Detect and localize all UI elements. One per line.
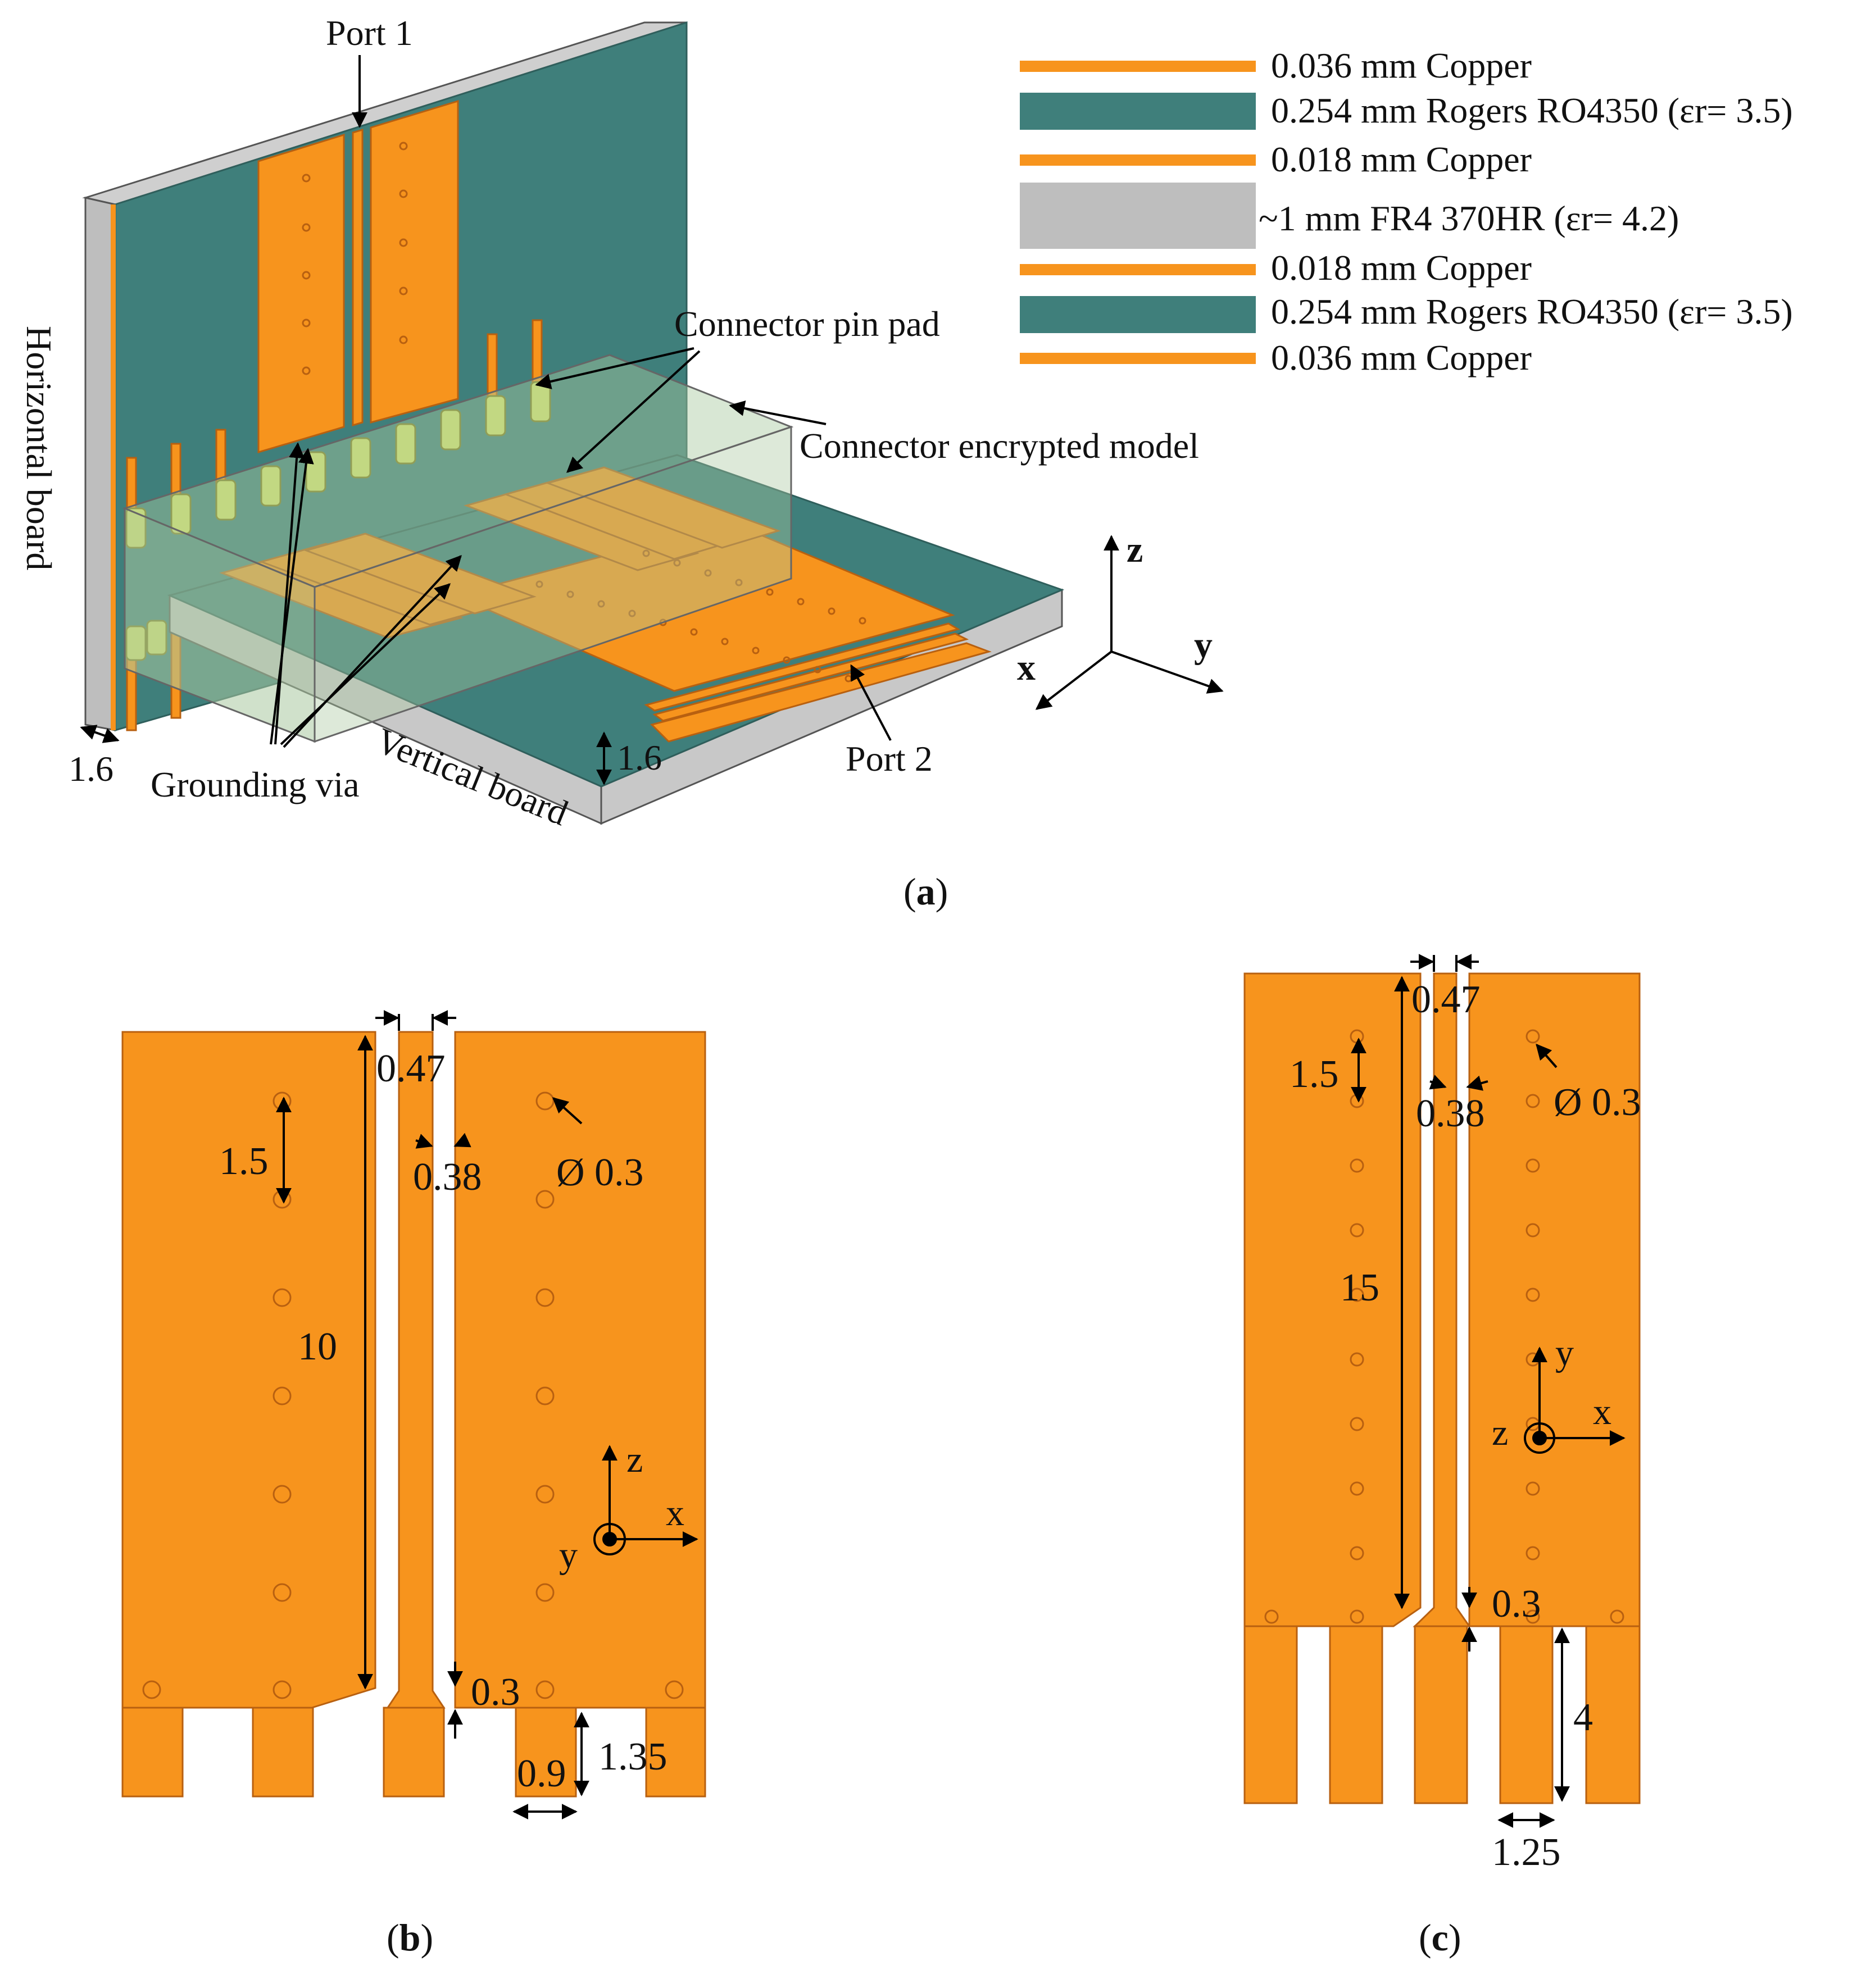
dim-c-gap: 0.47 [1411, 978, 1481, 1021]
label-thick-right: 1.6 [617, 738, 662, 777]
axes-b [593, 1445, 698, 1555]
vertical-board-signal-strip [352, 128, 364, 427]
axis-z-label-b: z [626, 1439, 643, 1480]
dims-b [276, 1010, 589, 1819]
dim-b-via: Ø 0.3 [556, 1151, 644, 1194]
axis-y-label-b: y [559, 1535, 578, 1576]
arrow-port2 [850, 664, 892, 741]
arrow-pin-pad-2 [566, 350, 701, 473]
label-port1: Port 1 [326, 13, 413, 53]
pin-c-1 [1243, 1625, 1298, 1804]
axis-x-a [1035, 650, 1113, 710]
dim-c-pin-height: 4 [1573, 1696, 1593, 1739]
vertical-board-vias [302, 142, 408, 375]
horizontal-board-traces [219, 466, 992, 743]
pin-b-1 [121, 1707, 184, 1798]
stackup-swatch-4 [1020, 183, 1256, 249]
panel-b: 0.47 0.38 1.5 Ø 0.3 10 0.3 0.9 1.35 z x … [121, 1010, 706, 1959]
axes-a [1035, 535, 1224, 710]
stackup-label-4: ~1 mm FR4 370HR (εr= 4.2) [1259, 198, 1679, 238]
pin-b-4 [515, 1707, 577, 1798]
vertical-board-copper-edge [111, 204, 116, 730]
label-horizontal-board: Horizontal board [19, 326, 59, 570]
stackup-legend: 0.036 mm Copper 0.254 mm Rogers RO4350 (… [1020, 46, 1793, 377]
arrow-via-2 [274, 442, 305, 745]
dim-c-step: 0.3 [1492, 1582, 1541, 1626]
arrow-via-3 [280, 583, 451, 745]
stackup-label-7: 0.036 mm Copper [1271, 338, 1532, 377]
pcb-ground-right-b [454, 1031, 706, 1709]
stackup-label-2: 0.254 mm Rogers RO4350 (εr= 3.5) [1271, 90, 1793, 130]
dim-c-via: Ø 0.3 [1554, 1081, 1641, 1124]
axis-z-label-c: z [1492, 1412, 1508, 1453]
pin-b-5 [645, 1707, 706, 1798]
dim-b-length: 10 [298, 1325, 337, 1368]
label-grounding-via: Grounding via [151, 765, 360, 804]
caption-c: (c) [1419, 1916, 1461, 1959]
stackup-swatch-5 [1020, 264, 1256, 275]
pin-b-3 [383, 1707, 445, 1798]
caption-a: (a) [904, 870, 948, 913]
pin-c-3 [1414, 1625, 1468, 1804]
arrow-connector-model [729, 401, 827, 425]
stackup-label-5: 0.018 mm Copper [1271, 248, 1532, 288]
stackup-swatch-7 [1020, 353, 1256, 364]
vias-c [1264, 1029, 1624, 1624]
signal-strip-c [1413, 972, 1471, 1627]
pcb-ground-left-c [1243, 972, 1422, 1627]
axis-x-label-c: x [1593, 1391, 1611, 1432]
dim-c-length: 15 [1340, 1266, 1379, 1309]
axes-c [1524, 1346, 1626, 1454]
dim-b-pin-width: 0.9 [517, 1752, 566, 1795]
panel-c: 0.47 0.38 1.5 Ø 0.3 15 0.3 4 1.25 y x z … [1243, 954, 1641, 1959]
pin-c-5 [1585, 1625, 1641, 1804]
axis-y-label-a: y [1194, 625, 1213, 666]
vertical-board-ground-left [257, 133, 345, 454]
stackup-swatch-1 [1020, 61, 1256, 72]
pcb-ground-right-c [1468, 972, 1641, 1627]
axis-y-label-c: y [1555, 1332, 1574, 1373]
axis-x-label-a: x [1017, 647, 1036, 688]
axis-z-label-a: z [1127, 529, 1143, 570]
pcb-ground-left-b [121, 1031, 376, 1709]
pin-c-2 [1329, 1625, 1383, 1804]
caption-b: (b) [387, 1916, 433, 1959]
label-port2: Port 2 [846, 739, 933, 779]
label-thick-left: 1.6 [69, 749, 113, 789]
stackup-swatch-3 [1020, 154, 1256, 166]
dim-b-strip: 0.38 [413, 1156, 482, 1199]
axis-x-label-b: x [666, 1493, 684, 1534]
label-connector-pin-pad: Connector pin pad [674, 304, 940, 344]
panel-a: Port 1 Connector pin pad Connector encry… [19, 13, 1793, 913]
stackup-swatch-2 [1020, 93, 1256, 130]
stackup-label-6: 0.254 mm Rogers RO4350 (εr= 3.5) [1271, 292, 1793, 331]
arrow-via-4 [283, 554, 462, 748]
horizontal-board-vias [535, 549, 866, 683]
dim-c-pitch: 1.5 [1290, 1053, 1339, 1096]
dim-b-step: 0.3 [471, 1671, 520, 1714]
dim-c-strip: 0.38 [1416, 1092, 1485, 1135]
pin-c-4 [1499, 1625, 1554, 1804]
stackup-label-1: 0.036 mm Copper [1271, 46, 1532, 85]
vertical-board-ground-right [370, 99, 459, 424]
pins-b [121, 1707, 706, 1798]
dims-c [1351, 954, 1570, 1828]
arrow-via-1 [270, 448, 314, 745]
pin-b-2 [252, 1707, 314, 1798]
axis-y-a [1111, 650, 1224, 694]
arrow-pin-pad-1 [535, 347, 694, 389]
dim-b-gap: 0.47 [376, 1047, 446, 1090]
dim-b-pin-height: 1.35 [598, 1735, 668, 1778]
dim-c-pin-width: 1.25 [1492, 1831, 1561, 1874]
signal-strip-b [386, 1031, 446, 1709]
stackup-label-3: 0.018 mm Copper [1271, 139, 1532, 179]
label-connector-model: Connector encrypted model [800, 426, 1199, 466]
dim-b-pitch: 1.5 [219, 1140, 269, 1183]
pins-c [1243, 1625, 1641, 1804]
stackup-swatch-6 [1020, 296, 1256, 333]
dim-left-thickness [80, 725, 120, 743]
